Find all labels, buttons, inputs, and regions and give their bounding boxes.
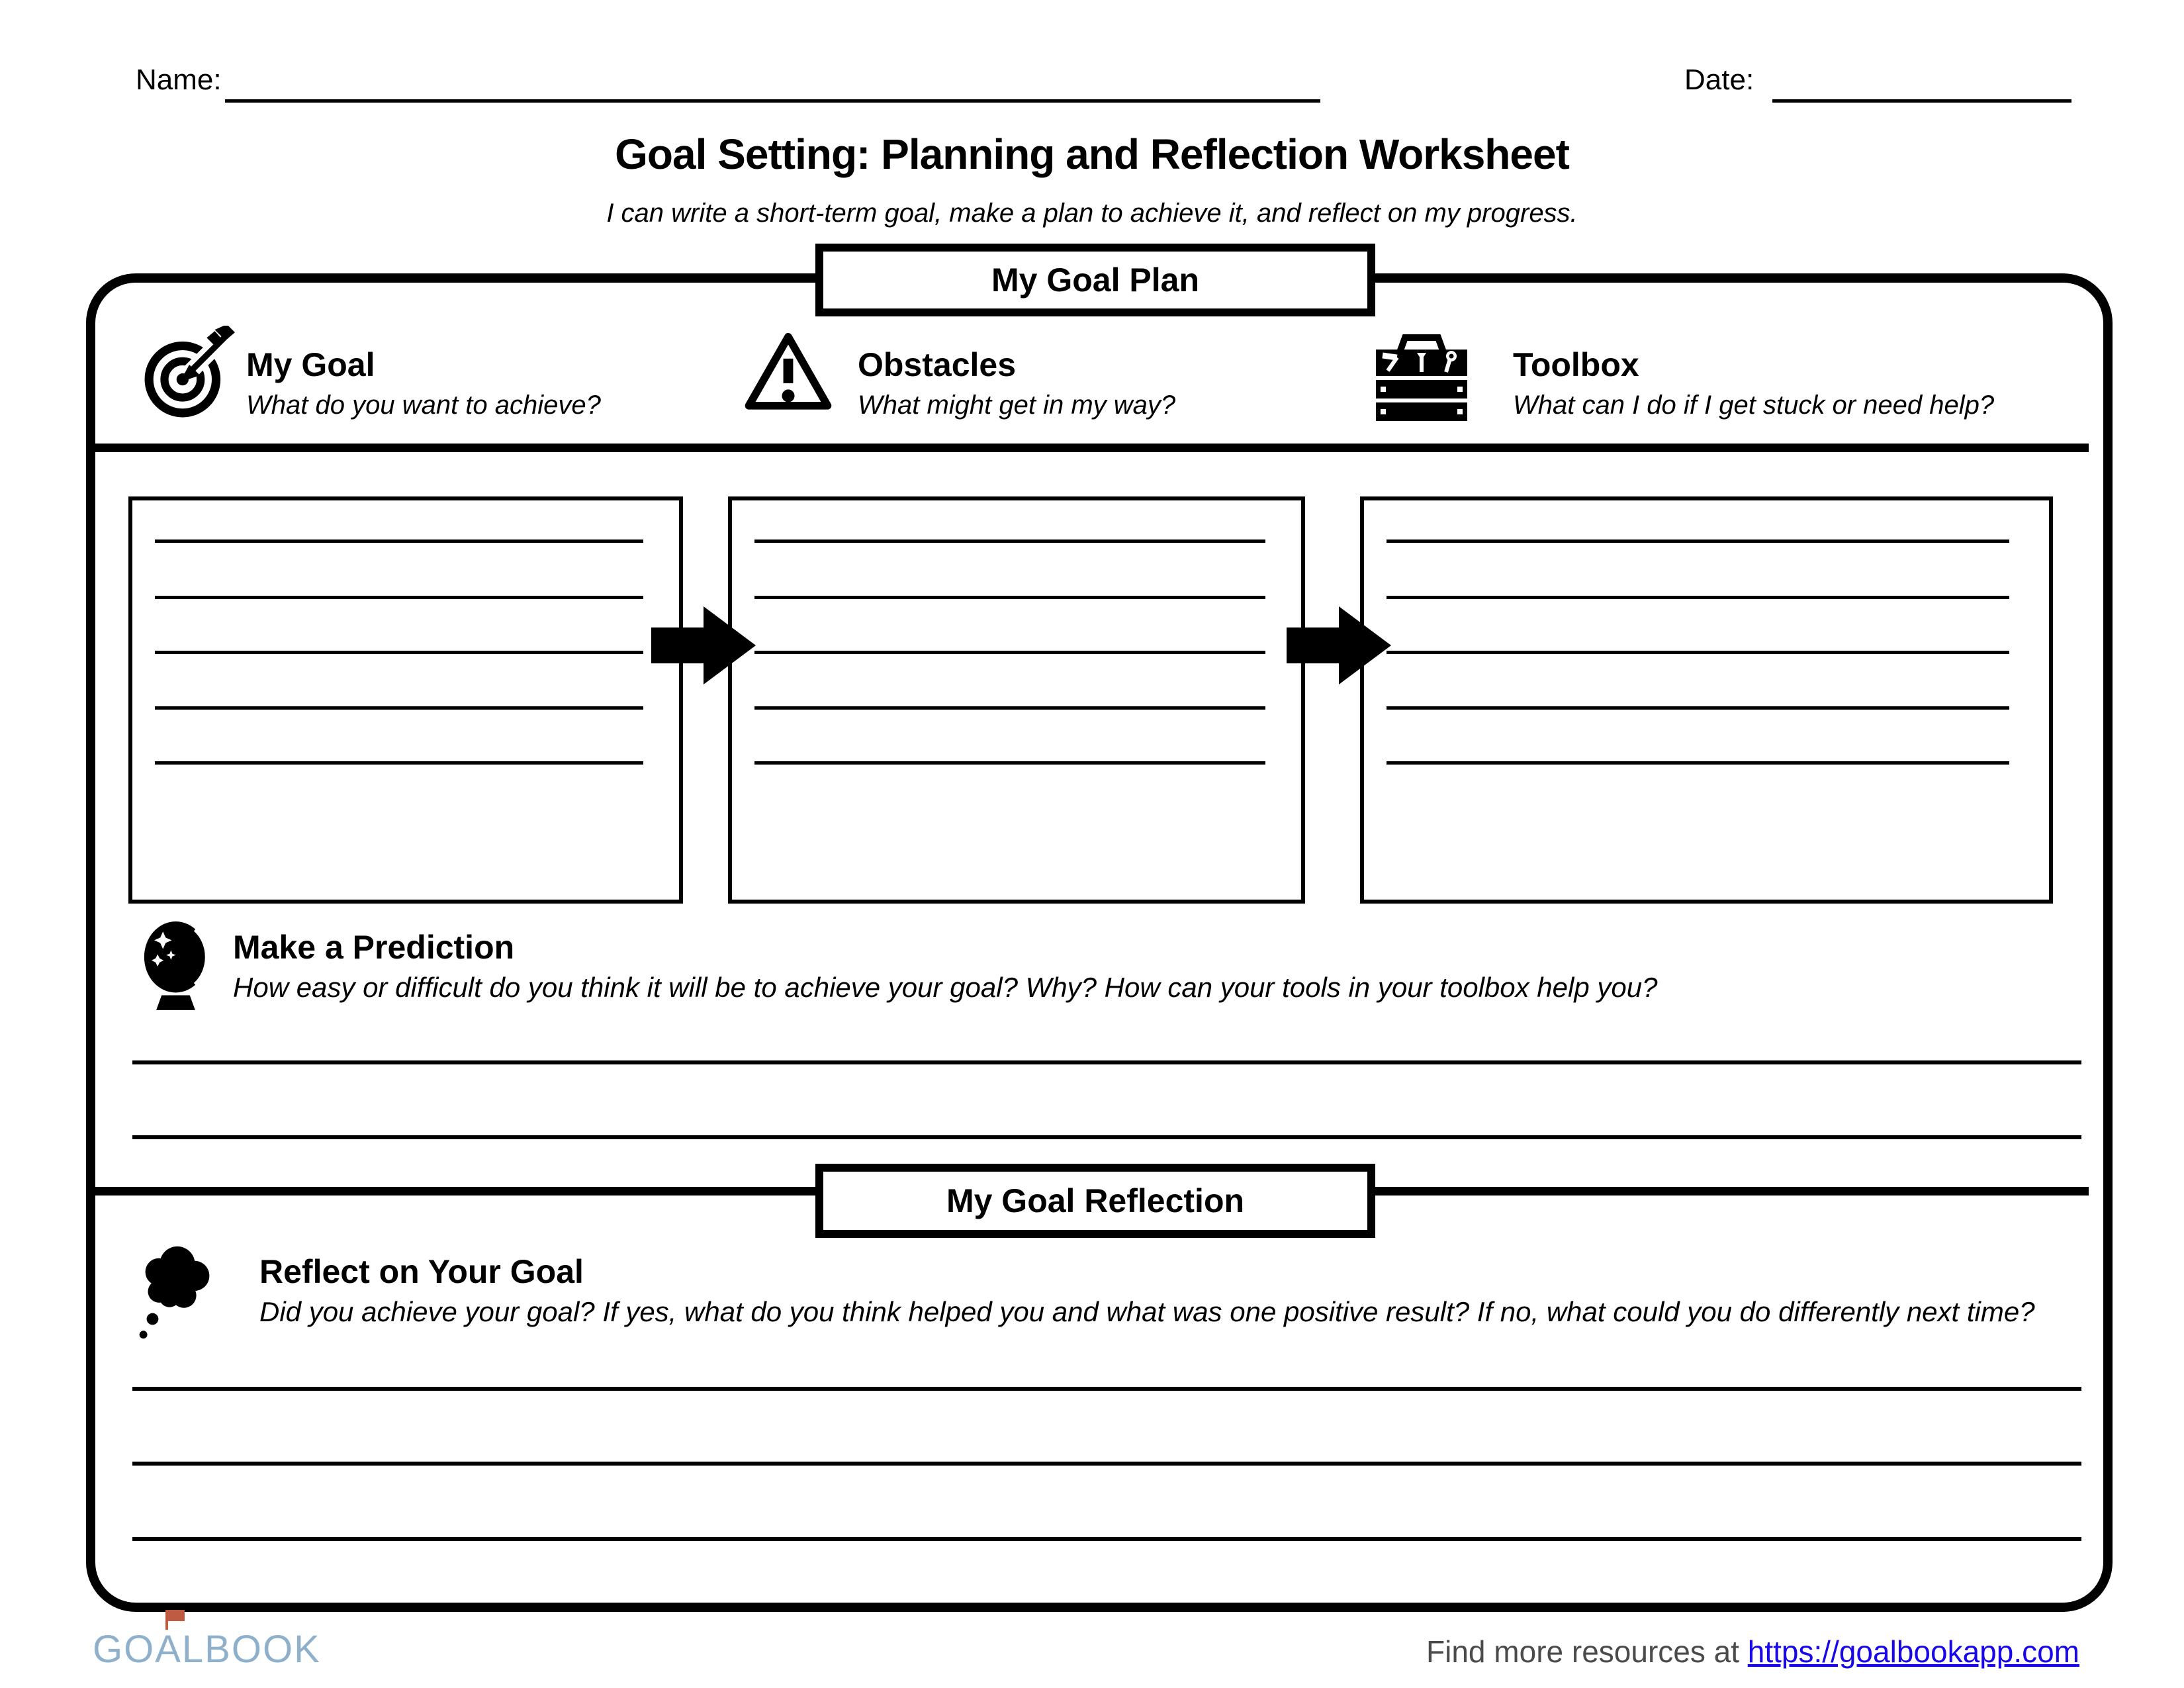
write-line <box>1387 539 2009 543</box>
date-label: Date: <box>1684 64 1754 96</box>
write-line <box>754 596 1265 599</box>
logo-text-suffix: LBOOK <box>181 1628 321 1671</box>
write-line <box>1387 596 2009 599</box>
warning-triangle-icon <box>743 328 834 419</box>
toolbox-write-box <box>1360 496 2053 904</box>
obstacles-column-title: Obstacles <box>858 346 1017 383</box>
toolbox-icon <box>1371 331 1472 422</box>
goal-reflection-section-title: My Goal Reflection <box>946 1182 1245 1219</box>
prediction-prompt: How easy or difficult do you think it wi… <box>233 972 1658 1003</box>
prediction-title: Make a Prediction <box>233 929 515 966</box>
plan-header-divider <box>95 444 2089 452</box>
write-line <box>132 1060 2081 1064</box>
resources-link[interactable]: https://goalbookapp.com <box>1747 1634 2079 1669</box>
obstacles-write-box <box>728 496 1305 904</box>
write-line <box>155 761 643 765</box>
write-line <box>132 1537 2081 1541</box>
write-line <box>155 539 643 543</box>
goal-plan-section-title: My Goal Plan <box>991 261 1199 299</box>
toolbox-column-title: Toolbox <box>1513 346 1639 383</box>
target-icon <box>142 326 236 420</box>
resources-text: Find more resources at <box>1426 1634 1739 1669</box>
page-subtitle: I can write a short-term goal, make a pl… <box>606 199 1578 228</box>
goal-plan-section-header: My Goal Plan <box>815 244 1375 316</box>
my-goal-write-box <box>128 496 683 904</box>
reflect-prompt: Did you achieve your goal? If yes, what … <box>259 1296 2035 1327</box>
write-line <box>1387 706 2009 710</box>
write-line <box>754 651 1265 654</box>
thought-cloud-icon <box>136 1242 216 1346</box>
crystal-ball-icon <box>141 919 212 1019</box>
my-goal-column-title: My Goal <box>246 346 375 383</box>
date-blank-line <box>1772 99 2071 103</box>
write-line <box>132 1462 2081 1466</box>
name-label: Name: <box>136 64 222 96</box>
footer-resources: Find more resources at https://goalbooka… <box>1426 1634 2079 1669</box>
write-line <box>132 1135 2081 1139</box>
write-line <box>132 1387 2081 1391</box>
logo-text-prefix: GO <box>93 1628 156 1671</box>
write-line <box>1387 651 2009 654</box>
logo-flag-pole <box>165 1610 169 1630</box>
logo-letter-a-wrap: A <box>155 1610 185 1671</box>
logo-flag-icon <box>168 1610 185 1621</box>
reflect-title: Reflect on Your Goal <box>259 1253 584 1290</box>
write-line <box>155 596 643 599</box>
write-line <box>754 761 1265 765</box>
write-line <box>754 706 1265 710</box>
write-line <box>155 706 643 710</box>
toolbox-column-prompt: What can I do if I get stuck or need hel… <box>1513 391 1995 420</box>
logo-letter-a: A <box>155 1628 182 1671</box>
page-title: Goal Setting: Planning and Reflection Wo… <box>615 130 1570 178</box>
write-line <box>155 651 643 654</box>
my-goal-column-prompt: What do you want to achieve? <box>246 391 601 420</box>
goal-reflection-section-header: My Goal Reflection <box>815 1164 1375 1238</box>
name-blank-line <box>225 99 1320 103</box>
write-line <box>754 539 1265 543</box>
obstacles-column-prompt: What might get in my way? <box>858 391 1176 420</box>
write-line <box>1387 761 2009 765</box>
